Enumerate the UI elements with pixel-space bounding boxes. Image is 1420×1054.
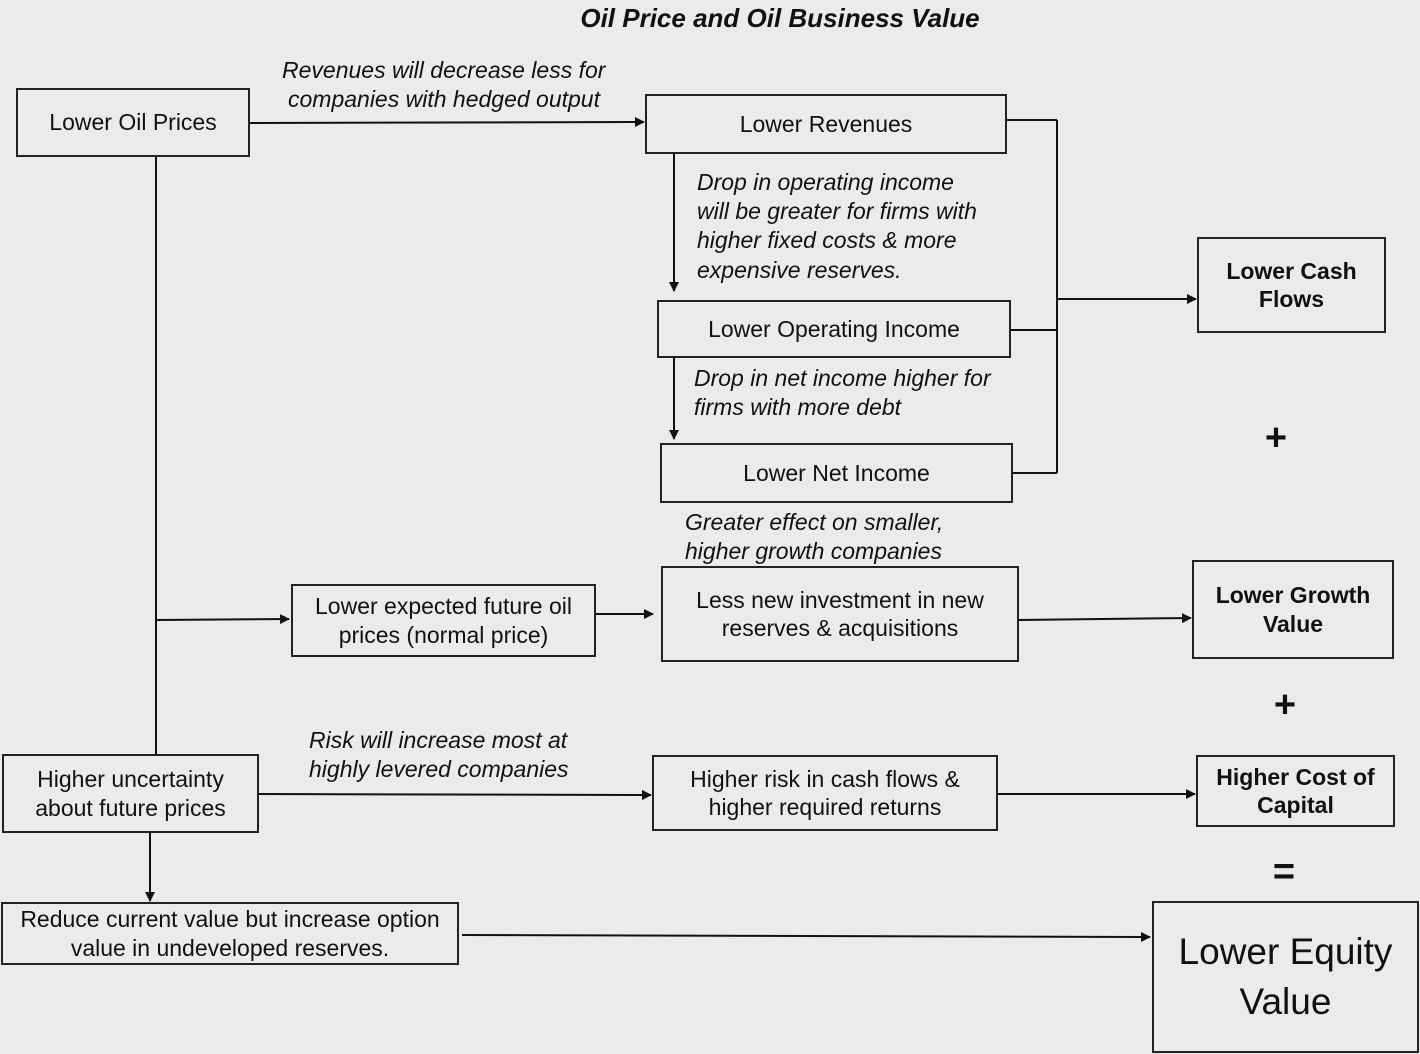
diagram-title: Oil Price and Oil Business Value — [580, 3, 980, 33]
plus-operator-1: + — [1264, 417, 1288, 459]
note-growth-companies: Greater effect on smaller, higher growth… — [685, 509, 944, 565]
box-less-new-investment: Less new investment in new reserves & ac… — [661, 566, 1019, 662]
arrow-uncertainty-to-risk — [257, 789, 652, 800]
plus-operator-2: + — [1273, 684, 1297, 726]
box-higher-risk: Higher risk in cash flows & higher requi… — [652, 755, 998, 831]
box-lower-net-income: Lower Net Income — [660, 443, 1013, 503]
arrow-investment-to-growth — [1017, 613, 1192, 624]
box-reduce-current-value: Reduce current value but increase option… — [1, 902, 459, 965]
box-lower-expected-future-prices: Lower expected future oil prices (normal… — [291, 584, 596, 657]
note-hedged-output: Revenues will decrease less for companie… — [282, 57, 606, 113]
arrow-reduce-to-equity — [461, 931, 1151, 942]
box-lower-operating-income: Lower Operating Income — [657, 300, 1011, 358]
equals-operator: = — [1272, 851, 1296, 893]
box-higher-cost-of-capital: Higher Cost of Capital — [1196, 755, 1395, 827]
note-net-income: Drop in net income higher for firms with… — [694, 365, 991, 421]
box-lower-revenues: Lower Revenues — [645, 94, 1007, 154]
arrow-trunk-to-expected — [155, 614, 290, 625]
note-operating-income: Drop in operating income will be greater… — [697, 169, 977, 283]
box-lower-oil-prices: Lower Oil Prices — [16, 88, 250, 157]
note-levered-risk: Risk will increase most at highly levere… — [309, 727, 569, 783]
box-lower-growth-value: Lower Growth Value — [1192, 560, 1394, 659]
box-higher-uncertainty: Higher uncertainty about future prices — [2, 754, 259, 833]
arrow-oil-to-revenues — [248, 117, 645, 128]
box-lower-cash-flows: Lower Cash Flows — [1197, 237, 1386, 333]
box-lower-equity-value: Lower Equity Value — [1152, 901, 1419, 1053]
